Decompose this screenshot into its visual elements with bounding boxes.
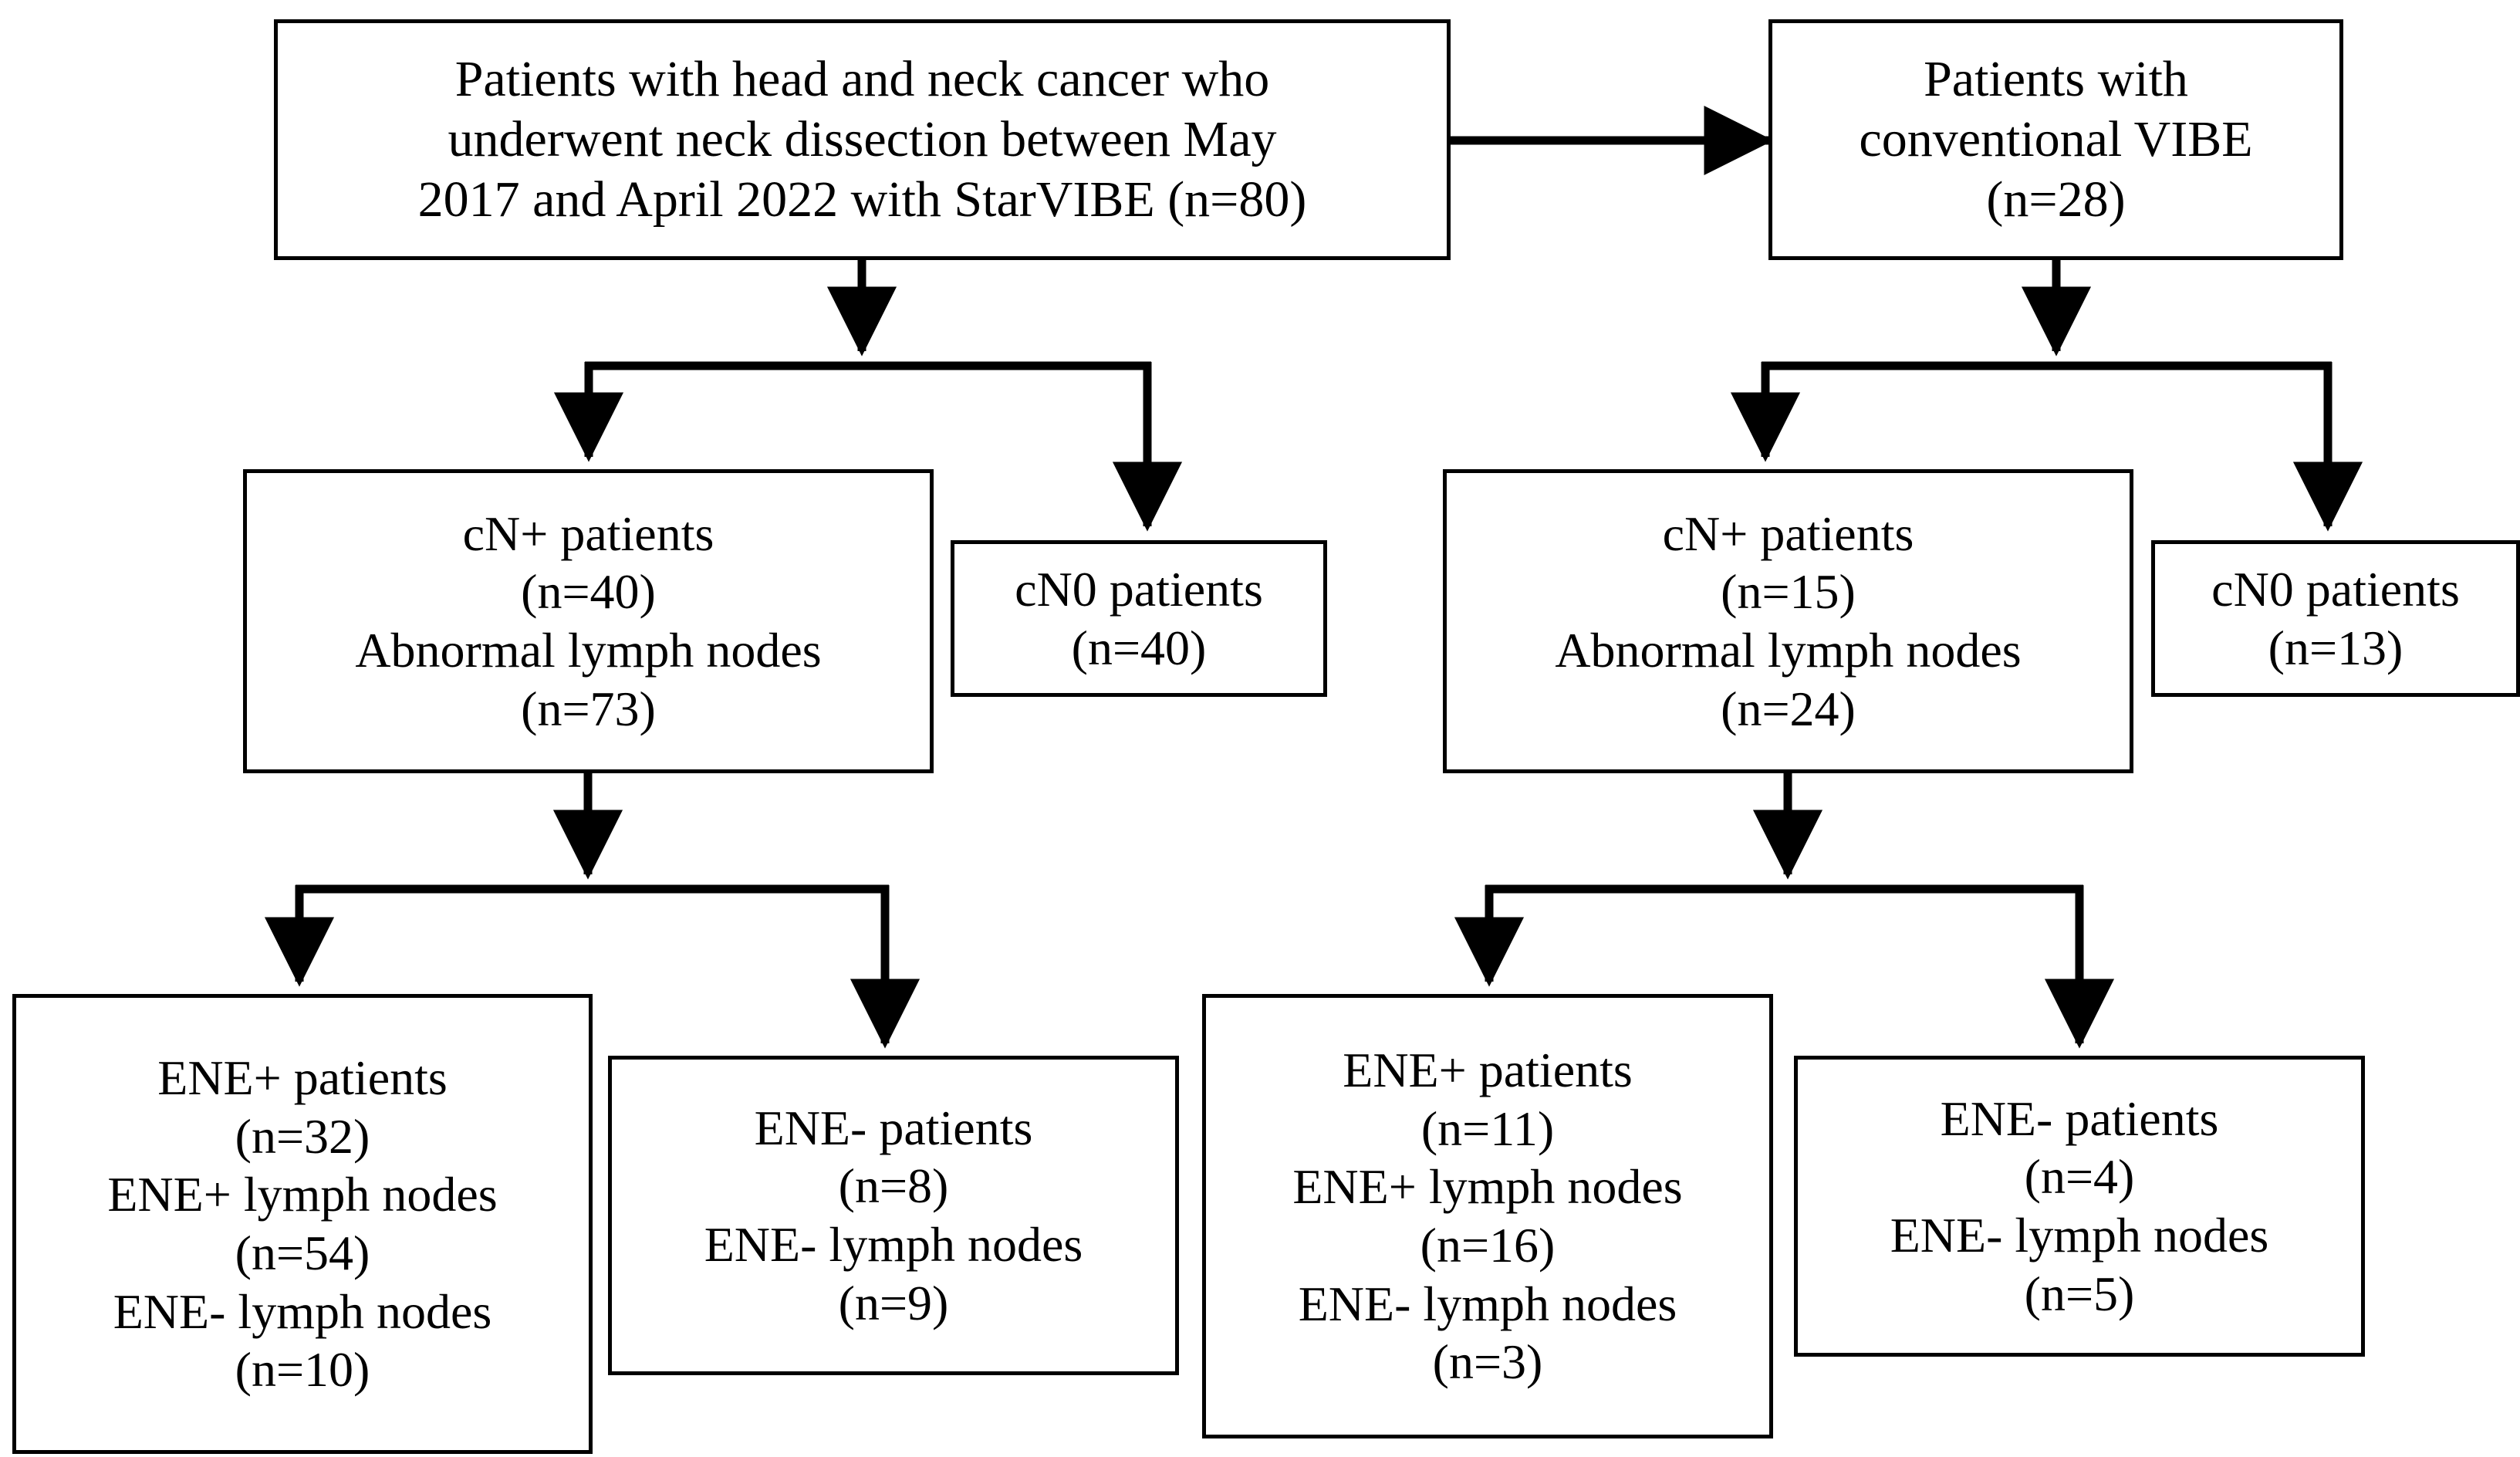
right-ene-negative-line-1: ENE- patients xyxy=(1940,1090,2219,1146)
right-cn0-line-2: (n=13) xyxy=(2268,620,2403,675)
right-ene-positive-line-3: ENE+ lymph nodes xyxy=(1292,1159,1683,1215)
left-ene-positive-box[interactable]: ENE+ patients (n=32) ENE+ lymph nodes (n… xyxy=(12,994,593,1454)
starvibe-cohort-box[interactable]: Patients with head and neck cancer who u… xyxy=(274,19,1451,260)
starvibe-cohort-line-2: underwent neck dissection between May xyxy=(448,111,1277,168)
starvibe-cohort-line-1: Patients with head and neck cancer who xyxy=(454,51,1270,108)
left-cn-positive-line-1: cN+ patients xyxy=(462,505,714,561)
left-cn-positive-box[interactable]: cN+ patients (n=40) Abnormal lymph nodes… xyxy=(243,469,934,773)
right-ene-positive-line-5: ENE- lymph nodes xyxy=(1298,1276,1677,1331)
conventional-vibe-line-1: Patients with xyxy=(1924,51,2188,108)
left-ene-negative-line-4: (n=9) xyxy=(838,1275,949,1330)
left-cn0-box[interactable]: cN0 patients (n=40) xyxy=(951,540,1327,697)
left-ene-positive-line-1: ENE+ patients xyxy=(157,1050,448,1106)
right-cn-positive-box[interactable]: cN+ patients (n=15) Abnormal lymph nodes… xyxy=(1443,469,2133,773)
left-cn-positive-line-4: (n=73) xyxy=(521,681,656,736)
left-cn0-line-2: (n=40) xyxy=(1071,620,1207,675)
right-cn-positive-line-1: cN+ patients xyxy=(1662,505,1914,561)
right-ene-negative-line-4: (n=5) xyxy=(2024,1266,2135,1321)
starvibe-cohort-line-3: 2017 and April 2022 with StarVIBE (n=80) xyxy=(417,171,1307,228)
left-ene-positive-line-5: ENE- lymph nodes xyxy=(113,1283,492,1339)
right-ene-positive-line-1: ENE+ patients xyxy=(1343,1043,1633,1098)
left-ene-positive-line-3: ENE+ lymph nodes xyxy=(107,1167,498,1222)
conventional-vibe-line-3: (n=28) xyxy=(1986,171,2126,228)
conventional-vibe-cohort-box[interactable]: Patients with conventional VIBE (n=28) xyxy=(1768,19,2343,260)
left-ene-negative-line-3: ENE- lymph nodes xyxy=(704,1217,1083,1272)
right-cn0-box[interactable]: cN0 patients (n=13) xyxy=(2151,540,2520,697)
right-cn0-line-1: cN0 patients xyxy=(2211,561,2460,617)
right-cn-positive-line-2: (n=15) xyxy=(1721,564,1856,620)
right-ene-positive-line-6: (n=3) xyxy=(1432,1334,1543,1390)
right-ene-negative-line-3: ENE- lymph nodes xyxy=(1890,1208,2269,1263)
conventional-vibe-line-2: conventional VIBE xyxy=(1859,111,2253,168)
right-ene-positive-box[interactable]: ENE+ patients (n=11) ENE+ lymph nodes (n… xyxy=(1202,994,1773,1438)
left-ene-positive-line-4: (n=54) xyxy=(235,1225,370,1280)
left-cn0-line-1: cN0 patients xyxy=(1015,561,1263,617)
right-cn-positive-line-4: (n=24) xyxy=(1721,681,1856,736)
right-ene-negative-line-2: (n=4) xyxy=(2024,1149,2135,1205)
left-ene-positive-line-2: (n=32) xyxy=(235,1108,370,1164)
right-ene-positive-line-4: (n=16) xyxy=(1420,1218,1556,1273)
left-ene-negative-line-1: ENE- patients xyxy=(754,1100,1033,1155)
right-cn-positive-line-3: Abnormal lymph nodes xyxy=(1555,623,2022,678)
right-ene-negative-box[interactable]: ENE- patients (n=4) ENE- lymph nodes (n=… xyxy=(1794,1056,2365,1357)
left-cn-positive-line-3: Abnormal lymph nodes xyxy=(355,623,822,678)
left-cn-positive-line-2: (n=40) xyxy=(521,564,656,620)
left-ene-positive-line-6: (n=10) xyxy=(235,1342,370,1398)
right-ene-positive-line-2: (n=11) xyxy=(1420,1100,1555,1156)
left-ene-negative-box[interactable]: ENE- patients (n=8) ENE- lymph nodes (n=… xyxy=(608,1056,1179,1375)
left-ene-negative-line-2: (n=8) xyxy=(838,1158,949,1214)
